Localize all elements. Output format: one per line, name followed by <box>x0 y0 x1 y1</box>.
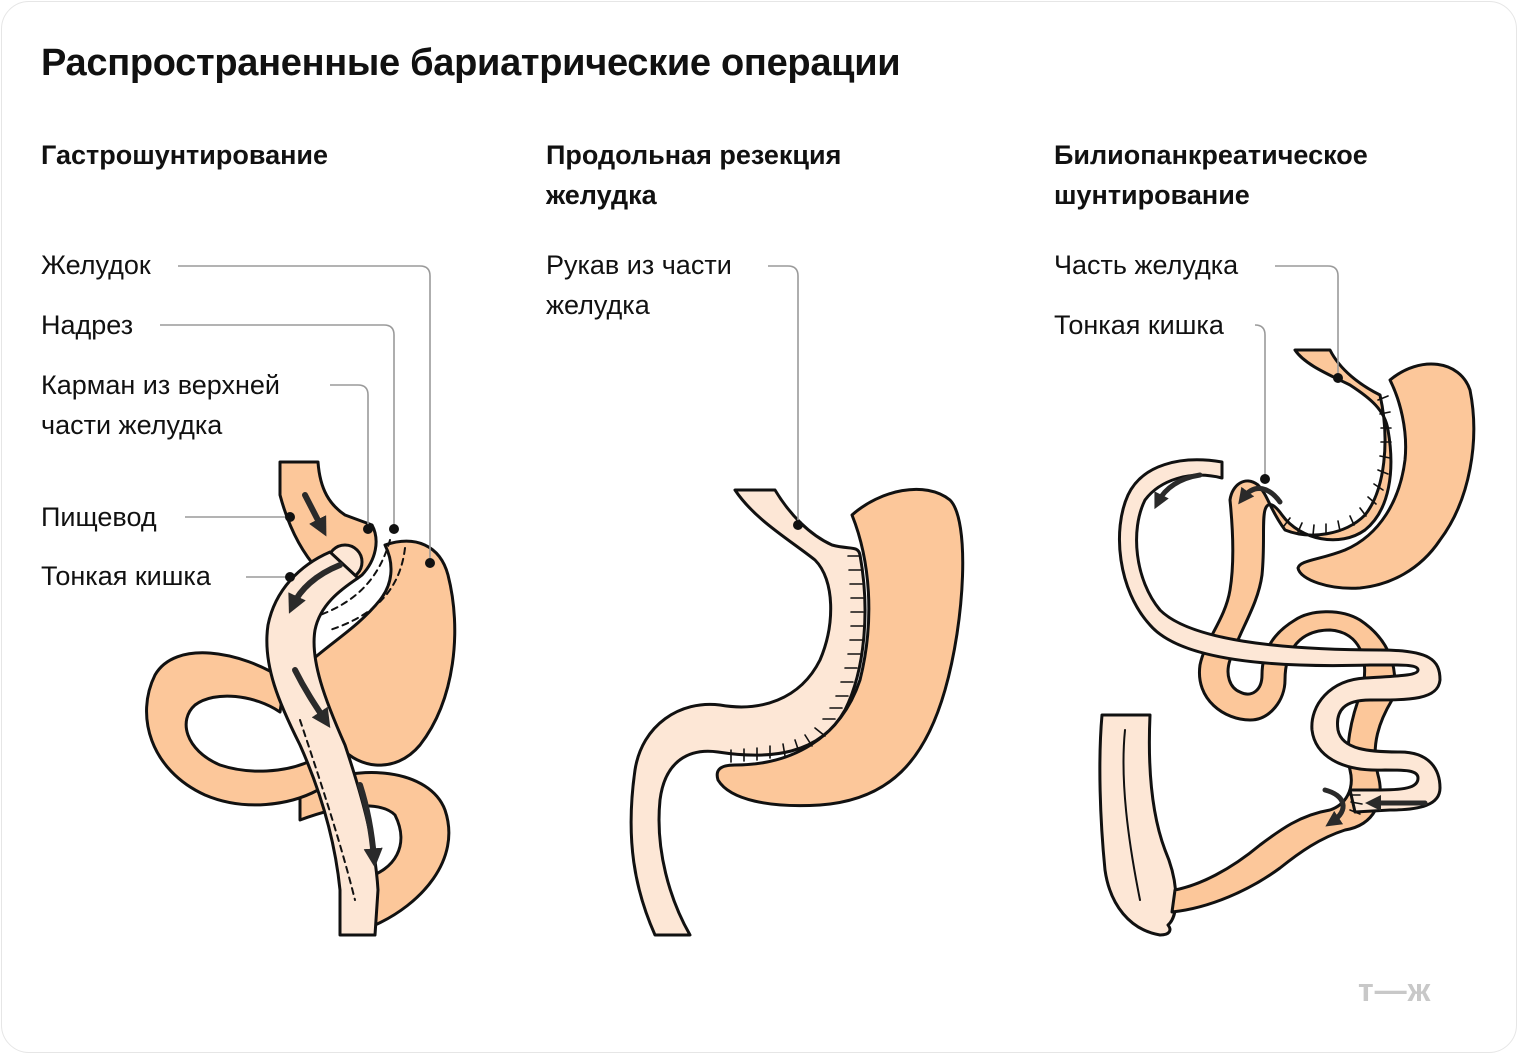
label-stomach: Желудок <box>41 250 151 280</box>
leader-dot-col2 <box>793 520 803 530</box>
label-esophagus: Пищевод <box>41 502 157 532</box>
gastric-bypass-illustration <box>145 460 457 937</box>
sleeve-illustration <box>629 487 965 937</box>
leader-line-col2 <box>768 265 799 524</box>
bpd-illustration <box>1098 348 1476 937</box>
sleeve-gastrectomy-title: Продольная резекция желудка <box>546 140 842 210</box>
leader-dots-col1 <box>285 512 435 582</box>
label-sleeve: Рукав из части желудка <box>546 250 732 320</box>
staple-lines-bpd <box>1283 395 1392 815</box>
stomach-part <box>1170 348 1397 914</box>
removed-stomach-part <box>1296 362 1476 590</box>
label-pouch: Карман из верхней части желудка <box>41 370 280 440</box>
label-stomach-part: Часть желудка <box>1054 250 1239 280</box>
stomach-remnant <box>310 539 457 767</box>
label-small-intestine-2: Тонкая кишка <box>1054 310 1224 340</box>
alimentary-limb <box>1118 458 1442 814</box>
label-small-intestine: Тонкая кишка <box>41 561 211 591</box>
leader-lines-col3 <box>1254 265 1339 478</box>
tzh-logo: т—ж <box>1358 972 1432 1008</box>
removed-stomach <box>715 487 965 808</box>
label-incision: Надрез <box>41 310 134 340</box>
biliopancreatic-diversion-title: Билиопанкреатическое шунтирование <box>1054 140 1368 210</box>
large-intestine <box>1098 713 1178 937</box>
page-title: Распространенные бариатрические операции <box>41 42 901 84</box>
leader-dots-col3 <box>1260 373 1343 484</box>
leader-lines-col1 <box>160 265 431 578</box>
roux-limb <box>265 550 380 937</box>
gastric-bypass-title: Гастрошунтирование <box>41 140 329 170</box>
stomach-sleeve <box>629 488 867 937</box>
staple-line <box>730 555 864 763</box>
